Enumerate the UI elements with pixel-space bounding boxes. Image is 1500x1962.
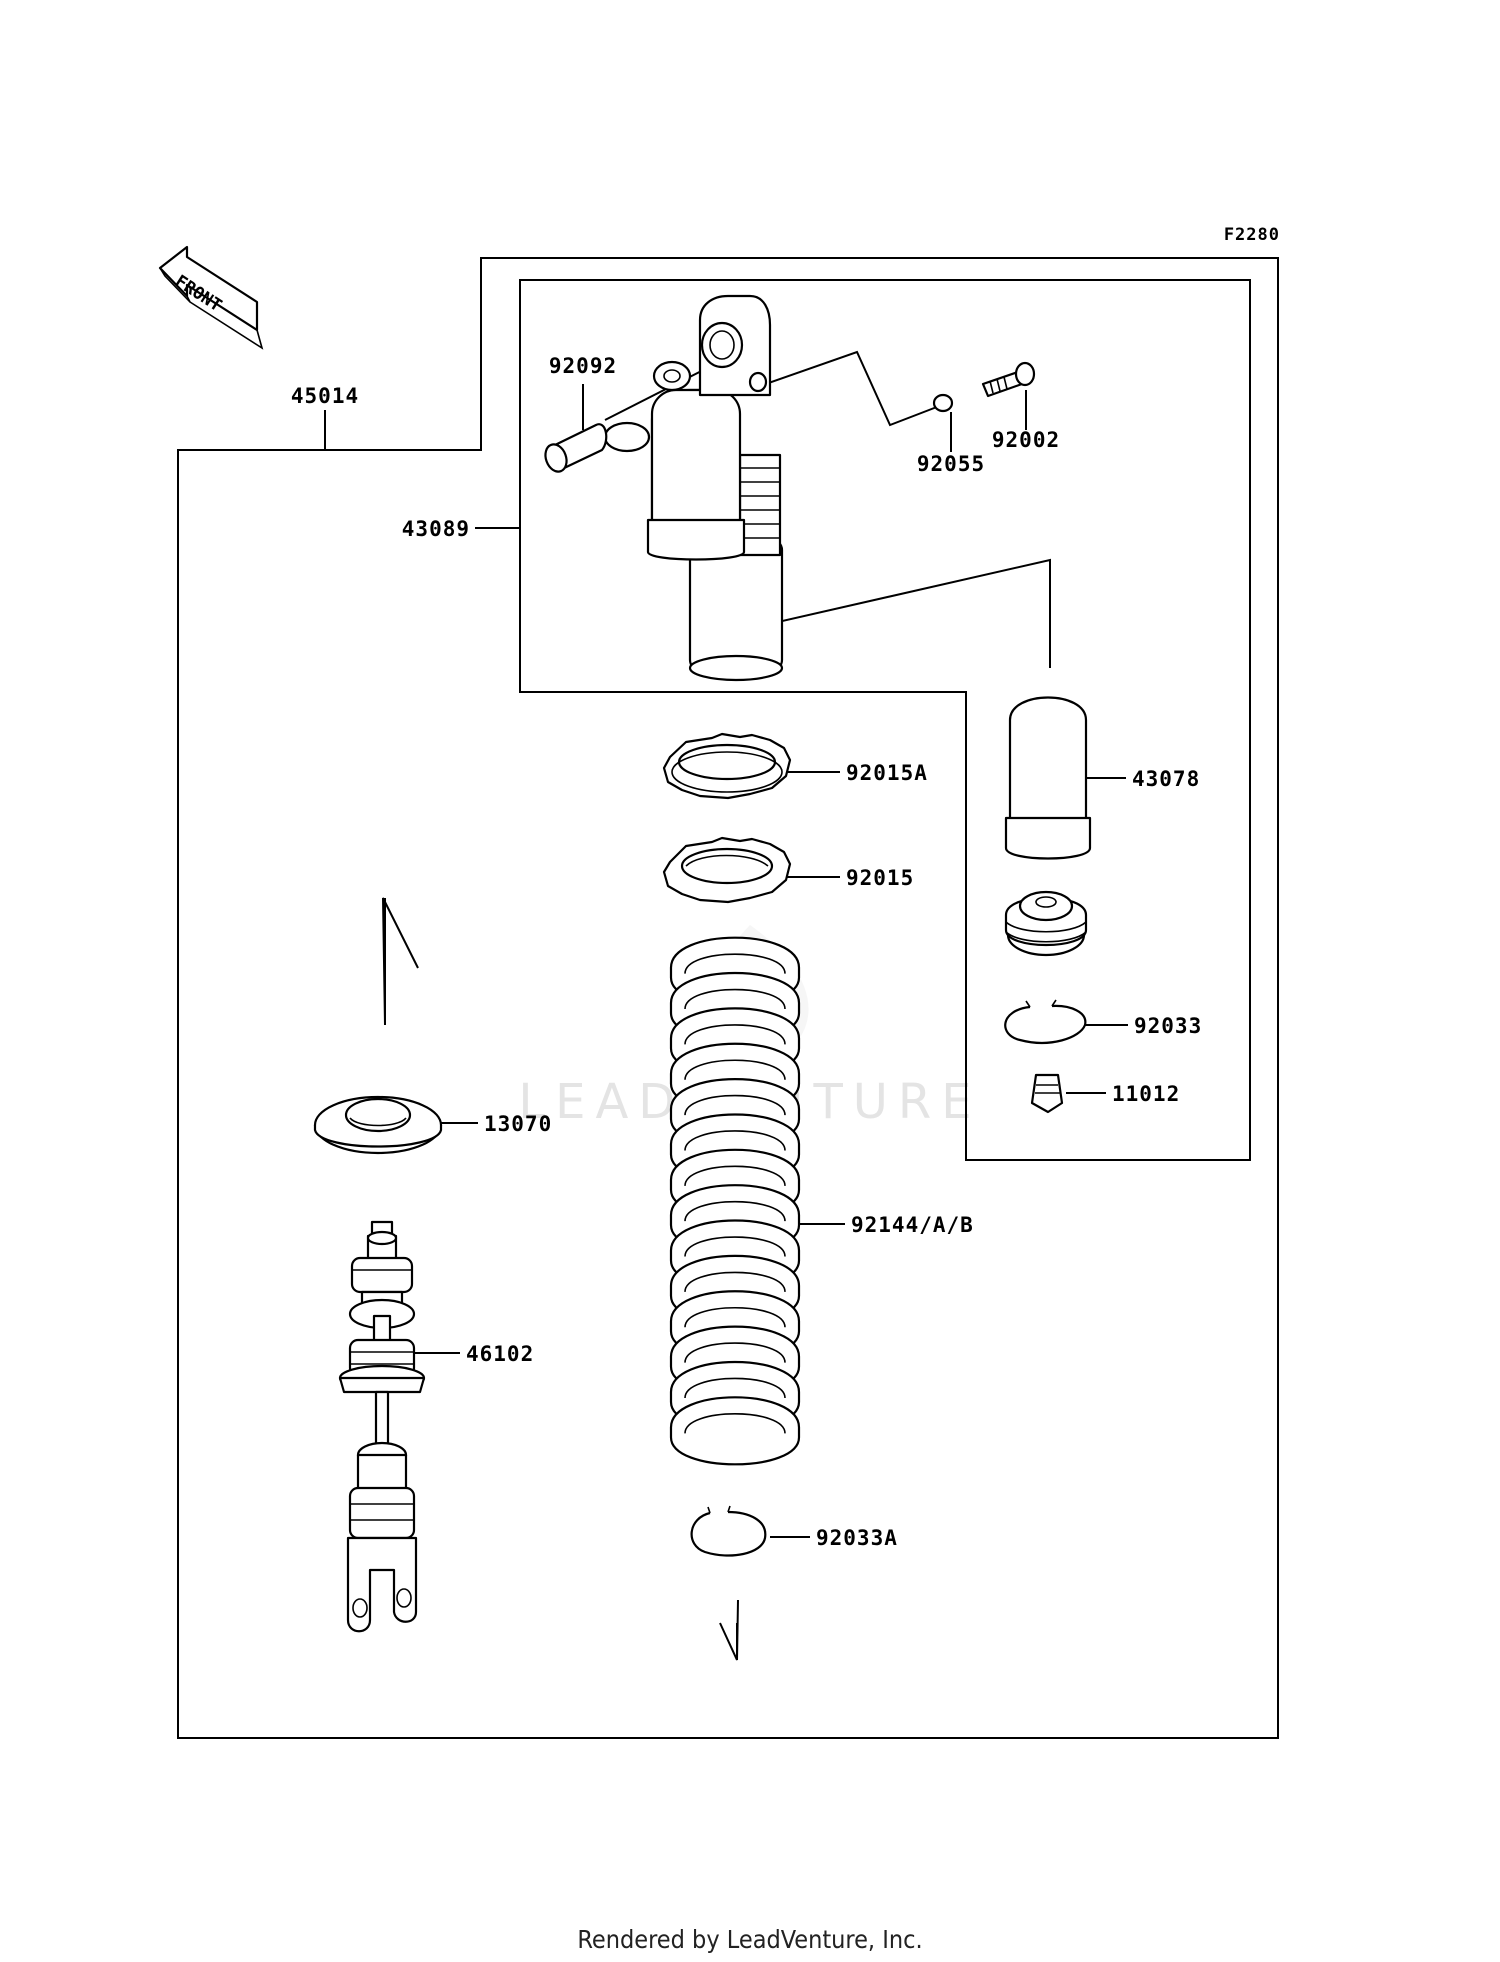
valve-11012	[1030, 1073, 1064, 1114]
callout-92055[interactable]: 92055	[917, 452, 985, 476]
spring-coil-inner	[684, 1200, 786, 1222]
damper-rod-46102	[338, 1220, 426, 1633]
footer-credit: Rendered by LeadVenture, Inc.	[577, 1925, 923, 1954]
shock-absorber-body	[603, 294, 784, 682]
figure-code: F2280	[1224, 225, 1280, 245]
spring-seat-13070	[313, 1095, 443, 1155]
callout-92015[interactable]: 92015	[846, 866, 914, 890]
spring-coil-inner	[684, 1165, 786, 1186]
callout-13070[interactable]: 13070	[484, 1112, 552, 1136]
spring-coil-inner	[684, 1236, 786, 1257]
spring-coil-inner	[684, 1130, 786, 1151]
callout-11012[interactable]: 11012	[1112, 1082, 1180, 1106]
spring-coil-inner	[684, 1342, 786, 1363]
spring-coil-inner	[684, 1024, 786, 1045]
spring-coil-inner	[684, 1094, 786, 1116]
callout-92092[interactable]: 92092	[549, 354, 617, 378]
spring-coil-inner	[684, 1377, 786, 1399]
spring-coil-inner	[684, 1271, 786, 1293]
spring-coil-inner	[684, 1307, 786, 1328]
assembly-outline-45014	[177, 257, 1279, 1739]
nut-92015	[662, 836, 792, 904]
callout-92015a[interactable]: 92015A	[846, 761, 928, 785]
spring-coil-inner	[684, 1059, 786, 1080]
spring-coil-inner	[684, 988, 786, 1010]
nut-92015a	[662, 732, 792, 800]
callout-92002[interactable]: 92002	[992, 428, 1060, 452]
pin-92092	[544, 423, 608, 473]
callout-92144[interactable]: 92144/A/B	[851, 1213, 974, 1237]
ring-92055	[932, 393, 954, 413]
spring-coil-inner	[684, 953, 786, 974]
callout-92033a[interactable]: 92033A	[816, 1526, 898, 1550]
callout-45014[interactable]: 45014	[291, 384, 359, 408]
callout-43078[interactable]: 43078	[1132, 767, 1200, 791]
callout-92033[interactable]: 92033	[1134, 1014, 1202, 1038]
assembly-outline-43089	[519, 279, 1251, 1161]
bolt-92002	[981, 361, 1036, 398]
spring-coil	[669, 1396, 801, 1466]
callout-43089[interactable]: 43089	[402, 517, 470, 541]
spring-coil-inner	[684, 1413, 786, 1434]
circlip-92033	[1004, 999, 1087, 1044]
circlip-92033a	[690, 1505, 767, 1557]
callout-46102[interactable]: 46102	[466, 1342, 534, 1366]
spring-92144	[669, 936, 801, 1466]
bumper-rubber	[1004, 890, 1088, 957]
front-arrow: FRONT	[158, 245, 264, 350]
cap-43078	[1004, 696, 1092, 860]
